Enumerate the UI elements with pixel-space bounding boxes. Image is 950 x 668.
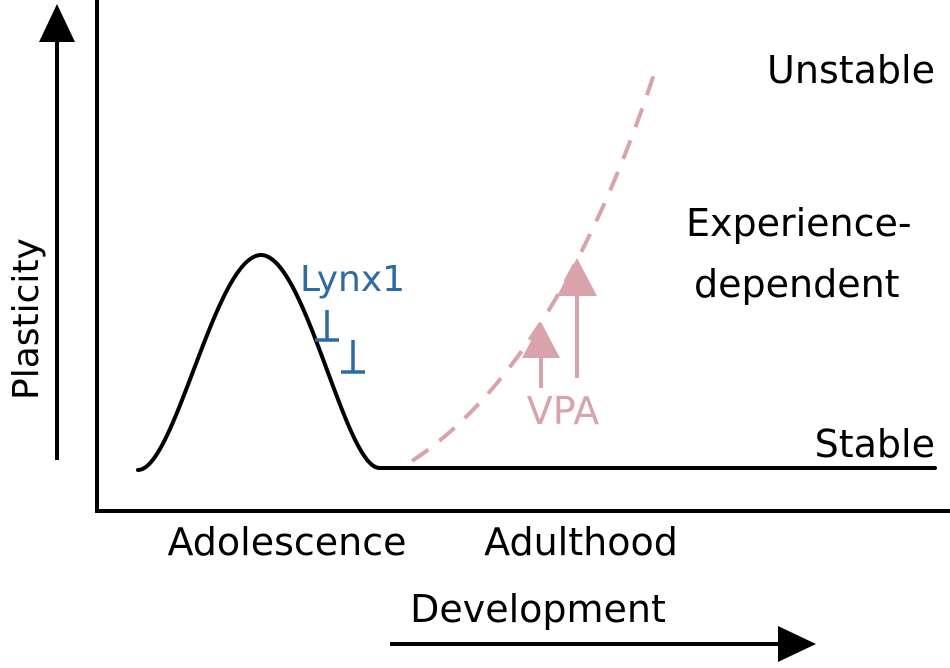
development-arrow-head (778, 626, 816, 662)
vpa-arrow-large-head (557, 258, 597, 296)
lynx1-label: Lynx1 (300, 259, 405, 300)
plasticity-arrow-head (39, 4, 75, 42)
lynx1-inhibition-mark-2 (341, 340, 365, 374)
adolescence-label: Adolescence (167, 520, 406, 564)
adulthood-label: Adulthood (484, 520, 678, 564)
experience-label-line2: dependent (694, 262, 900, 306)
vpa-dashed-curve (410, 67, 658, 463)
vpa-label: VPA (527, 389, 599, 433)
lynx1-inhibition-mark-1 (315, 310, 339, 342)
x-axis-label: Development (410, 587, 666, 631)
critical-period-curve (136, 252, 937, 472)
y-axis-label: Plasticity (6, 238, 47, 400)
stable-label: Stable (815, 422, 935, 466)
experience-label-line1: Experience- (686, 201, 912, 245)
unstable-label: Unstable (767, 48, 935, 92)
vpa-arrow-small-head (522, 322, 560, 358)
